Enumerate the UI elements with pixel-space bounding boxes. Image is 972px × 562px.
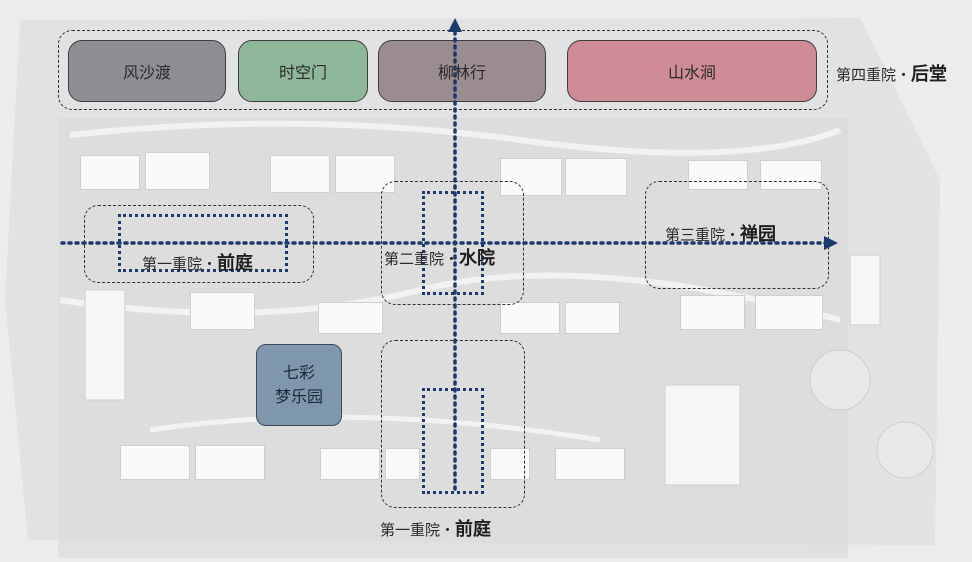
building bbox=[320, 448, 380, 480]
courtyard-left-label: 第一重院・前庭 bbox=[142, 253, 254, 274]
building bbox=[565, 302, 620, 334]
courtyard-center-label: 第二重院・水院 bbox=[384, 248, 496, 269]
building bbox=[680, 295, 745, 330]
building bbox=[195, 445, 265, 480]
row4-label: 第四重院・后堂 bbox=[836, 64, 948, 85]
zone-liulinxing: 柳林行 bbox=[378, 40, 546, 102]
courtyard-bottom-dotted bbox=[422, 388, 484, 494]
building bbox=[755, 295, 823, 330]
courtyard-bottom-outline bbox=[381, 340, 525, 508]
courtyard-right-label: 第三重院・禅园 bbox=[665, 224, 777, 245]
vertical-axis-arrow bbox=[448, 18, 462, 32]
building bbox=[318, 302, 383, 334]
building bbox=[270, 155, 330, 193]
building bbox=[555, 448, 625, 480]
building bbox=[760, 160, 822, 190]
building bbox=[190, 292, 255, 330]
building bbox=[490, 448, 530, 480]
courtyard-bottom-label: 第一重院・前庭 bbox=[380, 519, 492, 540]
garden-line1: 七彩 bbox=[282, 363, 315, 382]
building bbox=[145, 152, 210, 190]
building bbox=[688, 160, 748, 190]
zone-shikongmen: 时空门 bbox=[238, 40, 368, 102]
building bbox=[335, 155, 395, 193]
building bbox=[500, 302, 560, 334]
building bbox=[120, 445, 190, 480]
building bbox=[385, 448, 420, 480]
courtyard-right-outline bbox=[645, 181, 829, 289]
building bbox=[80, 155, 140, 190]
row4-zone-outline bbox=[58, 30, 828, 110]
garden-line2: 梦乐园 bbox=[274, 387, 323, 406]
zone-fengshadu: 风沙渡 bbox=[68, 40, 226, 102]
building bbox=[565, 158, 627, 196]
garden-block: 七彩 梦乐园 bbox=[256, 344, 342, 426]
horizontal-axis-arrow bbox=[824, 236, 838, 250]
zone-shanshuijian: 山水涧 bbox=[567, 40, 817, 102]
